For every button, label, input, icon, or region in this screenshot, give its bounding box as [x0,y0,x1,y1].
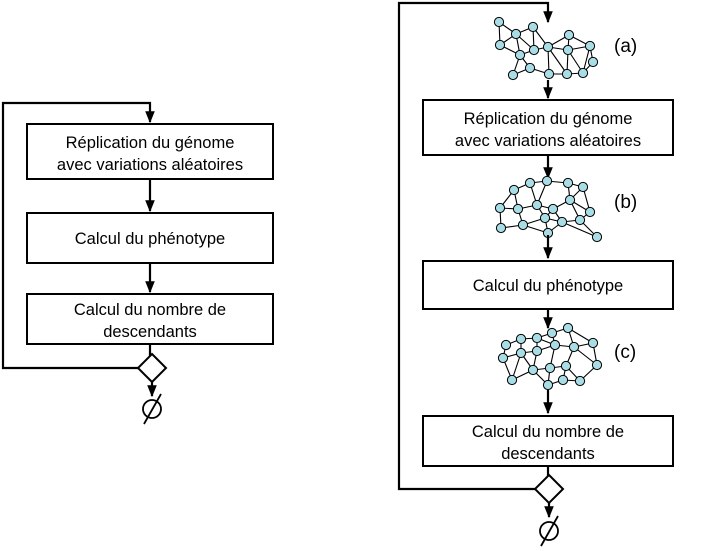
network-b-node [591,231,603,243]
network-a-node [493,16,505,28]
network-b-node [539,212,551,224]
network-c-node [527,364,539,376]
right-box-replication-line2: avec variations aléatoires [455,132,641,150]
network-b-node [512,203,524,215]
right-loop-line [397,1,553,491]
right-box-replication-line1: Réplication du génome [464,110,633,128]
network-a-node [584,40,596,52]
network-c-node [531,332,543,344]
network-c [497,322,603,391]
network-c-node [506,374,518,386]
right-decision-diamond [533,473,565,505]
left-box-descendants-line2: descendants [103,323,197,341]
left-flowchart: Réplication du génome avec variations al… [1,101,274,425]
network-b-node [564,194,576,206]
left-decision-diamond [136,352,168,384]
network-c-node [500,339,512,351]
network-a-node [528,44,540,56]
network-a-node [510,28,522,40]
left-empty-set-icon [142,393,162,425]
network-a [493,16,599,81]
network-b-node [541,175,553,187]
network-a-node [561,68,573,80]
network-c-node [542,379,554,391]
network-b-node [508,184,520,196]
tag-c: (c) [614,342,636,363]
right-flowchart: (a) Réplication du génome avec variation… [397,1,674,547]
network-c-node [515,333,527,345]
left-box-replication-line2: avec variations aléatoires [57,156,243,174]
network-b-node [577,181,589,193]
network-c-node [557,374,569,386]
network-c-node [546,327,558,339]
network-c-node [497,352,509,364]
network-a-node [563,29,575,41]
network-c-node [568,341,580,353]
right-box-descendants [422,415,674,467]
network-b-node [584,206,596,218]
right-box-descendants-line2: descendants [501,445,595,463]
network-a-edge [547,46,568,75]
network-c-node [587,337,599,349]
network-c-node [591,359,603,371]
network-a-node [587,56,599,68]
network-a-node [577,67,589,79]
left-box-replication [26,123,274,180]
network-b-node [524,177,536,189]
network-a-node [507,69,519,81]
network-c-node [574,375,586,387]
left-box-descendants-line1: Calcul du nombre de [74,301,226,319]
network-a-node [514,49,526,61]
network-b-node [574,214,586,226]
left-box-descendants [26,293,274,345]
network-c-node [560,360,572,372]
network-a-node [494,39,506,51]
network-b-node [531,199,543,211]
network-c-node [544,362,556,374]
left-box-phenotype [26,212,274,264]
right-box-descendants-line1: Calcul du nombre de [472,423,624,441]
network-b-node [495,222,507,234]
network-c-node [515,347,527,359]
network-b-edge [561,221,598,238]
network-a-node [527,21,539,33]
network-b-node [547,203,559,215]
network-b-node [562,177,574,189]
left-box-phenotype-label: Calcul du phénotype [75,230,225,248]
left-box-replication-line1: Réplication du génome [66,134,235,152]
right-box-replication [422,99,674,156]
right-empty-set-icon [539,515,559,547]
network-c-node [562,322,574,334]
network-a-node [562,44,574,56]
network-b [494,175,603,243]
network-b-node [494,202,506,214]
network-a-node [524,62,536,74]
right-box-phenotype-label: Calcul du phénotype [473,277,623,295]
network-b-node [556,216,568,228]
network-c-node [531,345,543,357]
network-b-node [517,219,529,231]
tag-b: (b) [614,192,637,213]
network-a-node [542,41,554,53]
network-c-node [549,339,561,351]
tag-a: (a) [614,36,637,57]
right-box-phenotype [422,260,674,310]
left-loop-line [1,101,155,370]
network-a-node [543,68,555,80]
